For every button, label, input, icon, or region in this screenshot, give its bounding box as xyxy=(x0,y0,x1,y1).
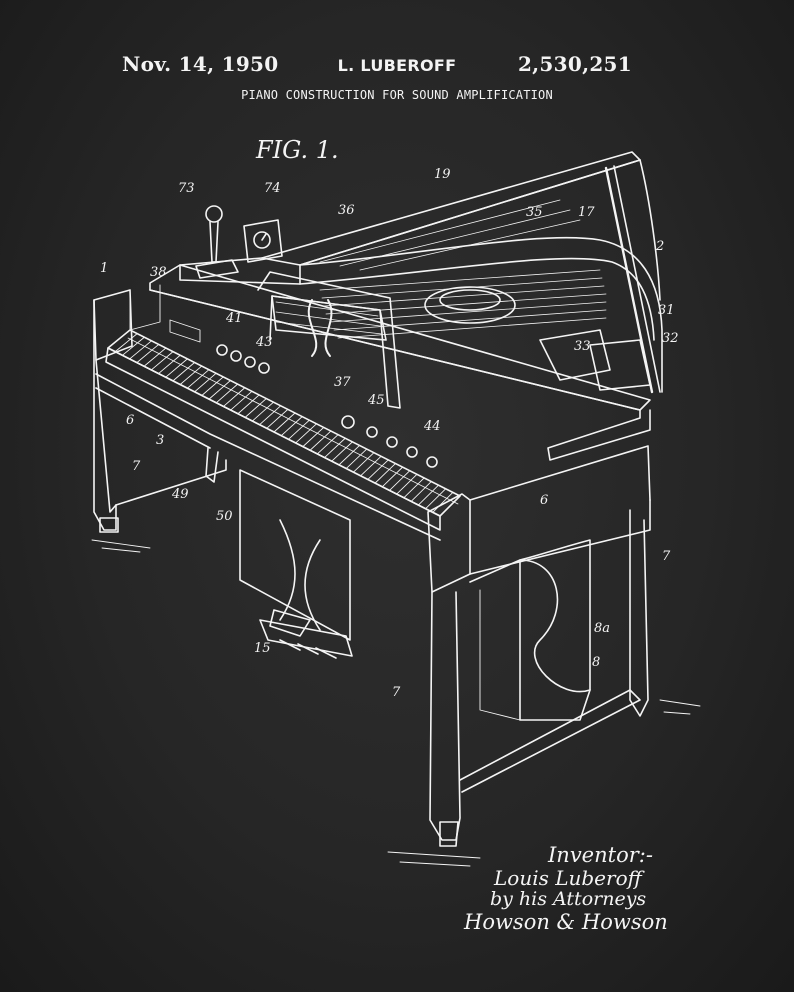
ref-6-right: 6 xyxy=(540,493,548,508)
signature-inventor-label: Inventor:- xyxy=(548,843,653,867)
key-line xyxy=(165,358,188,378)
inventor-header: L. LUBEROFF xyxy=(337,56,457,75)
key-line xyxy=(417,484,439,506)
control-knobs xyxy=(169,319,438,468)
key-line xyxy=(410,481,432,502)
key-line xyxy=(316,434,339,455)
signature-attorneys-name: Howson & Howson xyxy=(464,910,668,934)
key-line xyxy=(287,419,310,440)
key-line xyxy=(439,495,461,517)
key-line xyxy=(331,441,353,462)
key-line xyxy=(360,455,382,477)
ref-15: 15 xyxy=(254,641,271,656)
key-line xyxy=(273,412,296,433)
ref-6-left: 6 xyxy=(126,413,134,428)
key-line xyxy=(201,376,224,396)
key-line xyxy=(324,437,346,459)
ref-8: 8 xyxy=(592,655,600,670)
key-line xyxy=(280,416,303,437)
key-line xyxy=(158,354,181,375)
key-line xyxy=(396,473,418,495)
ref-2: 2 xyxy=(655,239,664,254)
ref-7-left: 7 xyxy=(132,459,141,474)
key-line xyxy=(172,362,196,382)
left-leg-assembly xyxy=(91,284,441,553)
ref-44: 44 xyxy=(423,419,441,434)
key-line xyxy=(186,369,210,389)
ref-50: 50 xyxy=(216,509,233,524)
ref-7-right: 7 xyxy=(662,549,671,564)
ref-74: 74 xyxy=(264,181,281,196)
key-line xyxy=(403,477,425,499)
ref-17: 17 xyxy=(578,205,595,220)
key-line xyxy=(150,351,174,371)
key-line xyxy=(389,470,411,491)
ref-32: 32 xyxy=(662,331,679,346)
key-line xyxy=(215,383,239,404)
ref-33: 33 xyxy=(574,339,591,354)
key-line xyxy=(374,463,396,484)
front-right-leg xyxy=(387,445,651,867)
music-desk xyxy=(257,271,401,409)
key-line xyxy=(121,336,145,356)
ref-45: 45 xyxy=(367,393,385,408)
ref-35: 35 xyxy=(526,205,543,220)
key-line xyxy=(194,372,217,393)
key-line xyxy=(266,408,289,429)
key-line xyxy=(223,387,246,407)
key-line xyxy=(251,401,274,422)
ref-49: 49 xyxy=(171,487,189,502)
key-line xyxy=(381,466,404,488)
ref-8a: 8a xyxy=(594,621,610,636)
patent-date: Nov. 14, 1950 xyxy=(122,52,279,76)
front-deck xyxy=(149,264,651,461)
piano-lid xyxy=(261,151,661,394)
key-line xyxy=(295,423,317,444)
microphone xyxy=(195,205,239,279)
ref-38: 38 xyxy=(150,265,167,280)
key-line xyxy=(237,394,260,415)
key-line xyxy=(345,448,368,469)
key-line xyxy=(309,430,332,451)
key-line xyxy=(107,329,131,349)
key-line xyxy=(244,398,267,418)
key-line xyxy=(208,380,231,400)
key-line xyxy=(179,365,203,385)
piano-case xyxy=(179,236,663,393)
key-line xyxy=(129,340,152,360)
key-line xyxy=(425,488,447,510)
key-line xyxy=(367,459,389,480)
pedal-lyre xyxy=(239,469,353,659)
figure-label: FIG. 1. xyxy=(255,136,339,164)
ref-31: 31 xyxy=(658,303,675,318)
ref-37: 37 xyxy=(334,375,351,390)
ref-3: 3 xyxy=(156,433,164,448)
signature-inventor-name: Louis Luberoff xyxy=(494,866,642,890)
key-line xyxy=(432,491,454,513)
signature-attorneys-label: by his Attorneys xyxy=(490,888,647,910)
key-line xyxy=(114,333,138,353)
sound-meter xyxy=(243,219,283,263)
ref-1: 1 xyxy=(100,261,108,276)
ref-7-front: 7 xyxy=(392,685,401,700)
ref-19: 19 xyxy=(434,167,451,182)
key-line xyxy=(352,452,375,473)
ref-73: 73 xyxy=(178,181,195,196)
key-line xyxy=(136,343,160,364)
patent-number: 2,530,251 xyxy=(517,52,632,76)
key-line xyxy=(230,390,253,411)
key-line xyxy=(338,445,361,466)
rear-support xyxy=(469,509,701,721)
keyboard xyxy=(105,329,461,531)
ref-36: 36 xyxy=(338,203,355,218)
key-line xyxy=(259,405,282,426)
key-line xyxy=(143,347,167,367)
reference-numerals: 73 74 19 36 35 17 2 1 38 41 43 31 33 32 … xyxy=(100,167,679,700)
patent-title: PIANO CONSTRUCTION FOR SOUND AMPLIFICATI… xyxy=(241,88,553,102)
ref-41: 41 xyxy=(225,311,243,326)
key-line xyxy=(302,426,325,448)
ref-43: 43 xyxy=(255,335,273,350)
